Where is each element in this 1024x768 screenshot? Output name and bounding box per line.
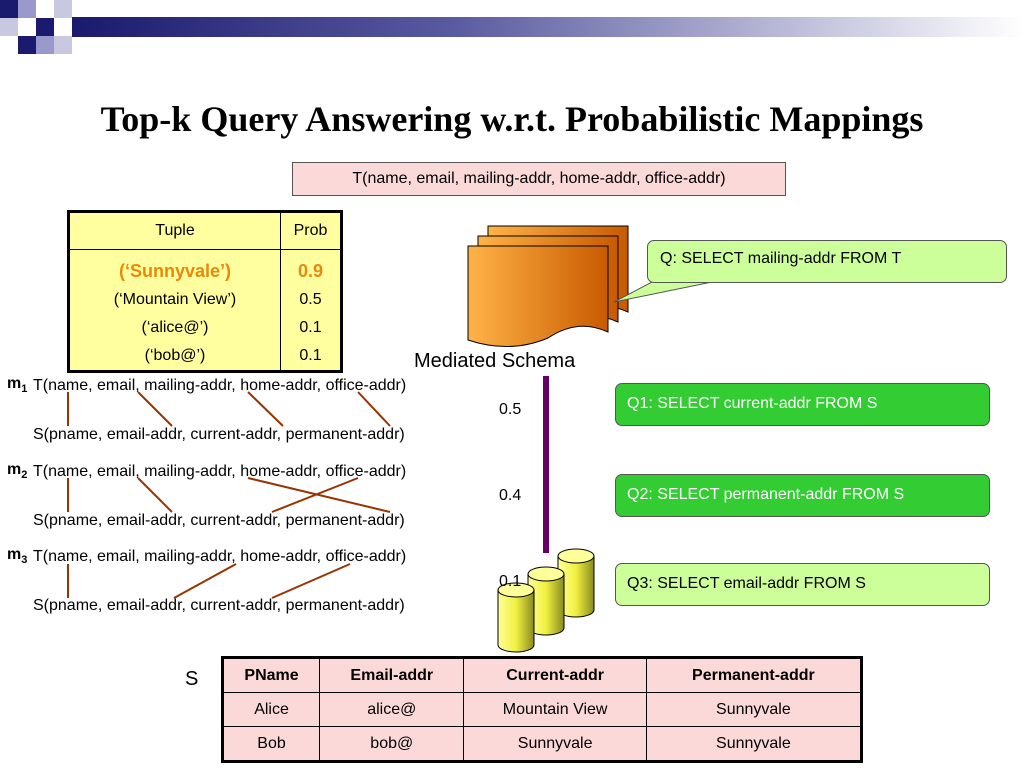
database-cylinders-icon bbox=[497, 548, 595, 653]
table-row: Bob bob@ Sunnyvale Sunnyvale bbox=[221, 726, 863, 762]
slide-title: Top-k Query Answering w.r.t. Probabilist… bbox=[100, 99, 924, 139]
mapping-source-m2: S(pname, email-addr, current-addr, perma… bbox=[33, 512, 405, 529]
mapping-target-m3: T(name, email, mailing-addr, home-addr, … bbox=[33, 548, 407, 565]
source-table: PName Email-addr Current-addr Permanent-… bbox=[221, 656, 863, 763]
source-cell: bob@ bbox=[319, 726, 465, 762]
result-prob: 0.1 bbox=[280, 314, 342, 342]
query-q2: Q2: SELECT permanent-addr FROM S bbox=[615, 474, 990, 517]
mapping-label-m1: m1 bbox=[7, 375, 28, 396]
mapping-prob-m3: 0.1 bbox=[499, 573, 522, 590]
mapping-source-m1: S(pname, email-addr, current-addr, perma… bbox=[33, 426, 405, 443]
source-header-current: Current-addr bbox=[463, 657, 647, 693]
query-q1: Q1: SELECT current-addr FROM S bbox=[615, 383, 990, 426]
mapping-target-m1: T(name, email, mailing-addr, home-addr, … bbox=[33, 377, 407, 394]
mapping-prob-m1: 0.5 bbox=[499, 401, 522, 418]
source-cell: Sunnyvale bbox=[645, 692, 863, 727]
mapping-lines-m1 bbox=[67, 391, 391, 427]
mapping-prob-m2: 0.4 bbox=[499, 487, 522, 504]
table-row: (‘alice@’) 0.1 bbox=[69, 314, 342, 342]
source-cell: Bob bbox=[221, 726, 321, 762]
callout-tail bbox=[613, 281, 713, 303]
result-tuple: (‘bob@’) bbox=[144, 347, 206, 364]
query-q3: Q3: SELECT email-addr FROM S bbox=[615, 563, 990, 606]
source-header-permanent: Permanent-addr bbox=[645, 657, 863, 693]
mediated-schema-box: T(name, email, mailing-addr, home-addr, … bbox=[292, 162, 786, 196]
source-cell: alice@ bbox=[319, 692, 465, 727]
mapping-lines-m2 bbox=[67, 477, 391, 513]
mapping-lines-m3 bbox=[67, 563, 351, 599]
source-cell: Alice bbox=[221, 692, 321, 727]
result-prob: 0.1 bbox=[280, 342, 342, 372]
result-tuple: (‘alice@’) bbox=[141, 319, 209, 336]
result-header-prob: Prob bbox=[280, 211, 342, 250]
source-label: S bbox=[185, 668, 199, 690]
query-callout: Q: SELECT mailing-addr FROM T bbox=[647, 240, 1007, 283]
result-table: Tuple Prob (‘Sunnyvale’) 0.9 (‘Mountain … bbox=[67, 210, 343, 373]
table-row: (‘bob@’) 0.1 bbox=[69, 342, 342, 372]
source-cell: Sunnyvale bbox=[463, 726, 647, 762]
table-row: Alice alice@ Mountain View Sunnyvale bbox=[221, 692, 863, 727]
result-tuple: (‘Mountain View’) bbox=[113, 291, 237, 308]
mapping-label-m2: m2 bbox=[7, 461, 28, 482]
result-prob: 0.5 bbox=[280, 286, 342, 314]
source-cell: Mountain View bbox=[463, 692, 647, 727]
table-row: (‘Mountain View’) 0.5 bbox=[69, 286, 342, 314]
source-header-pname: PName bbox=[221, 657, 321, 693]
schema-connector bbox=[543, 376, 549, 553]
result-prob: 0.9 bbox=[280, 249, 342, 286]
result-header-tuple: Tuple bbox=[68, 211, 281, 250]
source-header-email: Email-addr bbox=[319, 657, 465, 693]
mapping-label-m3: m3 bbox=[7, 546, 28, 567]
document-stack-icon bbox=[467, 225, 629, 347]
source-cell: Sunnyvale bbox=[645, 726, 863, 762]
mediated-schema-label: Mediated Schema bbox=[414, 350, 576, 372]
result-tuple: (‘Sunnyvale’) bbox=[118, 260, 232, 281]
table-row: (‘Sunnyvale’) 0.9 bbox=[69, 249, 342, 286]
mapping-target-m2: T(name, email, mailing-addr, home-addr, … bbox=[33, 463, 407, 480]
mapping-source-m3: S(pname, email-addr, current-addr, perma… bbox=[33, 597, 405, 614]
